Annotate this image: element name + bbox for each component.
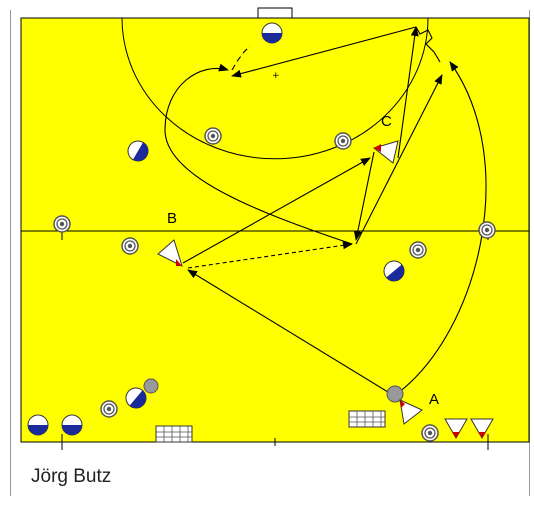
run-arrow-icon <box>353 151 375 241</box>
cone-icon <box>334 132 352 150</box>
goal-top <box>257 7 293 19</box>
cone-icon <box>409 241 427 259</box>
run-arrow-icon <box>231 45 251 71</box>
label-b: B <box>167 210 177 227</box>
run-arrow-icon <box>397 26 419 159</box>
cone-icon <box>121 237 139 255</box>
player-triangle-icon <box>157 239 183 267</box>
player-triangle-icon <box>470 418 494 439</box>
pass-arrow-icon <box>182 157 371 264</box>
player-triangle-icon <box>372 140 399 164</box>
defender-circle-icon <box>61 414 83 436</box>
defender-circle-icon <box>27 414 49 436</box>
player-triangle-icon <box>444 418 468 439</box>
label-c: C <box>381 113 392 130</box>
pass-arrow-icon <box>187 269 389 393</box>
cone-icon <box>478 221 496 239</box>
cone-icon <box>204 127 222 145</box>
player-triangle-icon <box>399 399 423 425</box>
pass-arrow-icon <box>231 26 417 78</box>
defender-circle-icon <box>261 22 283 44</box>
goal-icon <box>155 425 193 443</box>
cone-icon <box>421 424 439 442</box>
shooting-circle <box>121 17 429 160</box>
goal-icon <box>348 410 386 428</box>
defender-circle-icon <box>383 260 405 282</box>
run-arrow-icon <box>164 63 353 245</box>
ball-icon <box>386 385 404 403</box>
ball-icon <box>143 378 159 394</box>
run-arrow-icon <box>397 61 487 394</box>
label-a: A <box>429 391 439 408</box>
cone-icon <box>53 215 71 233</box>
defender-circle-icon <box>125 387 147 409</box>
run-arrow-icon <box>355 74 443 245</box>
cone-icon <box>100 400 118 418</box>
run-arrow-icon <box>415 26 441 63</box>
mark-plus: + <box>272 71 280 81</box>
author-credit: Jörg Butz <box>31 466 112 487</box>
pitch <box>20 17 530 443</box>
defender-circle-icon <box>127 140 149 162</box>
